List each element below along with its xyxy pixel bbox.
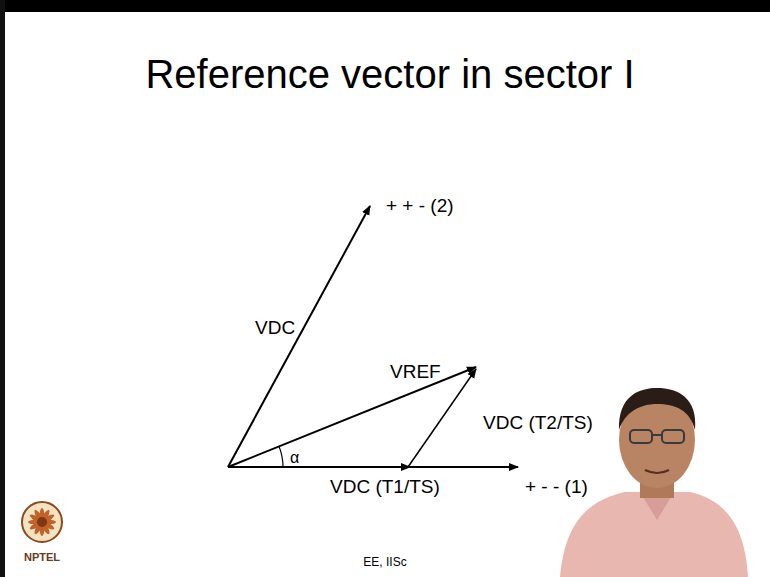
vector-2 [228, 206, 370, 467]
nptel-logo [22, 502, 62, 542]
vector-1 [228, 466, 518, 468]
component-label: VDC (T1/TS) [330, 477, 440, 498]
left-band [0, 0, 5, 577]
component-vector [408, 369, 476, 467]
slide-title: Reference vector in sector I [145, 52, 634, 96]
magnitude-label: VDC [255, 318, 295, 339]
angle-label: α [290, 449, 299, 467]
footer-text: EE, IISc [363, 556, 406, 569]
component-label: VDC (T2/TS) [483, 413, 593, 434]
angle-arc [279, 446, 283, 467]
top-band [0, 0, 770, 12]
vector-label: + + - (2) [386, 196, 454, 217]
logo-text: NPTEL [24, 551, 60, 563]
vector-label: VREF [390, 362, 441, 383]
component-vector [228, 466, 410, 468]
vector-label: + - - (1) [525, 477, 588, 498]
